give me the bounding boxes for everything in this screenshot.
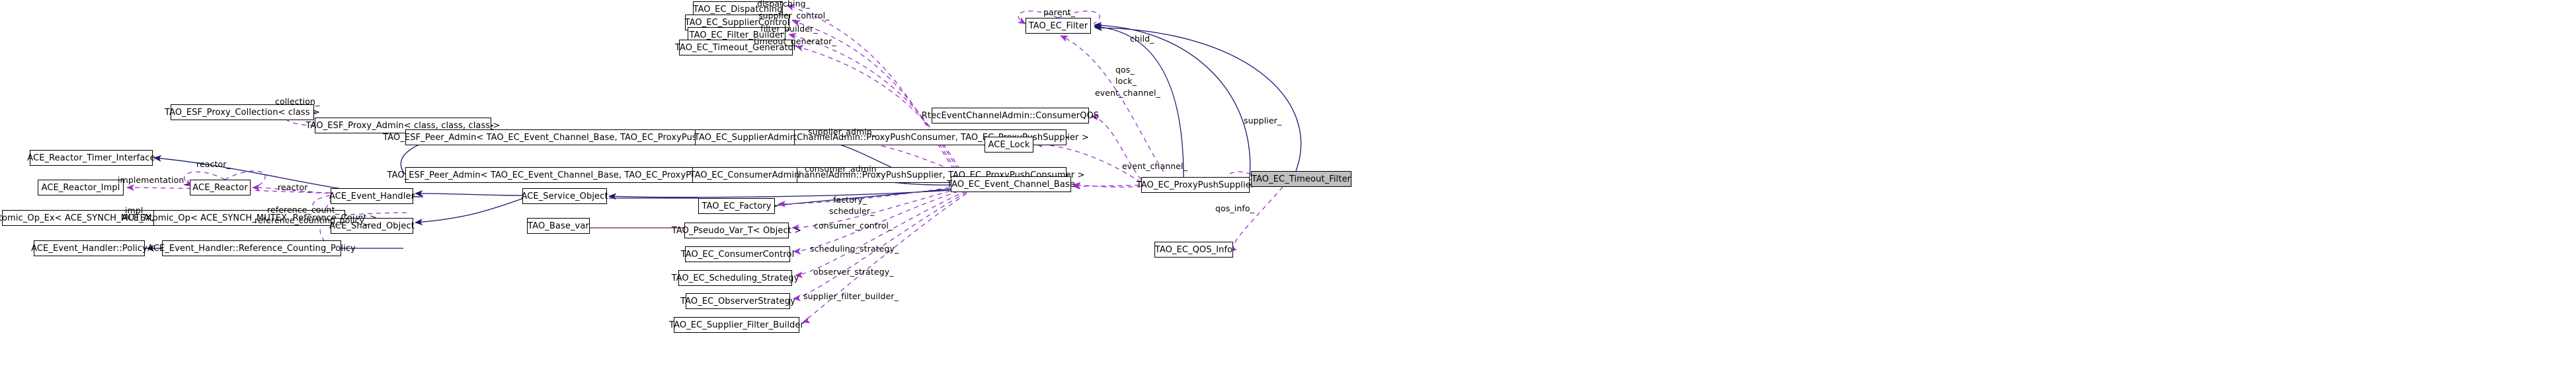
- class-node-rteceventchanneladmin-consumerqos[interactable]: RtecEventChannelAdmin::ConsumerQOS: [922, 108, 1099, 123]
- class-node-ace-atomic-op-ace-synch-mutex-reference-count[interactable]: ACE_Atomic_Op< ACE_SYNCH_MUTEX, Referenc…: [122, 210, 377, 226]
- edge-label-filter-builder: filter_builder_: [760, 24, 818, 34]
- class-node-tao-ec-supplier-filter-builder[interactable]: TAO_EC_Supplier_Filter_Builder: [669, 317, 804, 333]
- edge-label-event-channel: event_channel_: [1095, 88, 1160, 98]
- edge-label-reference-count: reference_count_: [267, 205, 340, 215]
- class-node-ace-reactor-impl[interactable]: ACE_Reactor_Impl: [38, 180, 124, 195]
- class-node-tao-ec-observerstrategy[interactable]: TAO_EC_ObserverStrategy: [680, 293, 795, 309]
- edge-label-scheduler: scheduler_: [829, 206, 875, 216]
- class-node-ace-shared-object[interactable]: ACE_Shared_Object: [329, 218, 415, 234]
- class-node-tao-ec-timeout-filter[interactable]: TAO_EC_Timeout_Filter: [1251, 171, 1351, 187]
- edge-label-dispatching: dispatching_: [757, 0, 810, 9]
- class-node-tao-ec-consumeradmin[interactable]: TAO_EC_ConsumerAdmin: [690, 167, 799, 183]
- edge-label-consumer-control: consumer_control_: [814, 221, 893, 230]
- edge-label-supplier: supplier_: [1244, 116, 1282, 125]
- class-node-ace-reactor-timer-interface[interactable]: ACE_Reactor_Timer_Interface: [27, 150, 155, 166]
- edge-label-qos: qos_: [1115, 65, 1135, 75]
- class-node-tao-ec-factory[interactable]: TAO_EC_Factory: [698, 198, 775, 214]
- class-node-tao-ec-filter[interactable]: TAO_EC_Filter: [1026, 18, 1091, 34]
- class-node-ace-lock[interactable]: ACE_Lock: [985, 137, 1033, 153]
- edge-label-observer-strategy: observer_strategy_: [813, 267, 894, 277]
- edge-label-reactor: reactor_: [278, 182, 312, 192]
- edge-label-implementation: implementation_: [118, 175, 188, 185]
- edge-label-qos-info: qos_info_: [1215, 203, 1254, 213]
- class-node-ace-event-handler-reference-counting-policy[interactable]: ACE_Event_Handler::Reference_Counting_Po…: [147, 240, 356, 256]
- edge-label-event-channel: event_channel_: [1122, 161, 1187, 171]
- class-node-ace-event-handler[interactable]: ACE_Event_Handler: [329, 188, 415, 204]
- edge-label-timeout-generator: timeout_generator_: [754, 36, 836, 46]
- edge-label-supplier-control: supplier_control_: [758, 11, 830, 20]
- edge-label-consumer-admin: consumer_admin_: [805, 164, 881, 174]
- edge-label-supplier-filter-builder: supplier_filter_builder_: [803, 291, 899, 301]
- class-node-tao-ec-proxypushsupplier[interactable]: TAO_EC_ProxyPushSupplier: [1137, 177, 1254, 193]
- class-node-tao-ec-timeout-generator[interactable]: TAO_EC_Timeout_Generator: [675, 40, 797, 55]
- edge-label-reactor: reactor_: [196, 159, 231, 169]
- class-node-ace-event-handler-policy[interactable]: ACE_Event_Handler::Policy: [31, 240, 147, 256]
- class-node-tao-esf-proxy-collection-class[interactable]: TAO_ESF_Proxy_Collection< class >: [165, 104, 320, 120]
- edge-label-lock: lock_: [1115, 76, 1137, 86]
- class-node-tao-ec-scheduling-strategy[interactable]: TAO_EC_Scheduling_Strategy: [672, 270, 799, 286]
- edge-label-parent: parent_: [1043, 7, 1075, 17]
- edge-label-collection: collection_: [275, 96, 320, 106]
- class-node-tao-ec-event-channel-base[interactable]: TAO_EC_Event_Channel_Base: [947, 176, 1075, 192]
- edge-label-impl: impl_: [125, 205, 147, 215]
- edge-label-reference-counting-policy: reference_counting_policy_: [255, 215, 369, 225]
- class-node-tao-base-var[interactable]: TAO_Base_var: [527, 218, 590, 234]
- class-node-tao-ec-qos-info[interactable]: TAO_EC_QOS_Info: [1154, 242, 1233, 258]
- edge-label-factory: factory_: [833, 195, 867, 205]
- class-node-ace-service-object[interactable]: ACE_Service_Object: [521, 188, 608, 204]
- edge-label-scheduling-strategy: scheduling_strategy_: [810, 244, 899, 254]
- class-node-ace-reactor[interactable]: ACE_Reactor: [190, 180, 251, 195]
- class-node-tao-ec-supplieradmin[interactable]: TAO_EC_SupplierAdmin: [694, 129, 795, 145]
- edge-label-supplier-admin: supplier_admin_: [808, 127, 877, 137]
- class-node-tao-esf-proxy-admin-class-class-class[interactable]: TAO_ESF_Proxy_Admin< class, class, class…: [306, 118, 500, 133]
- class-node-tao-ec-consumercontrol[interactable]: TAO_EC_ConsumerControl: [681, 246, 794, 262]
- class-node-tao-pseudo-var-t-object[interactable]: TAO_Pseudo_Var_T< Object >: [672, 223, 801, 238]
- edge-label-child: child_: [1130, 34, 1154, 44]
